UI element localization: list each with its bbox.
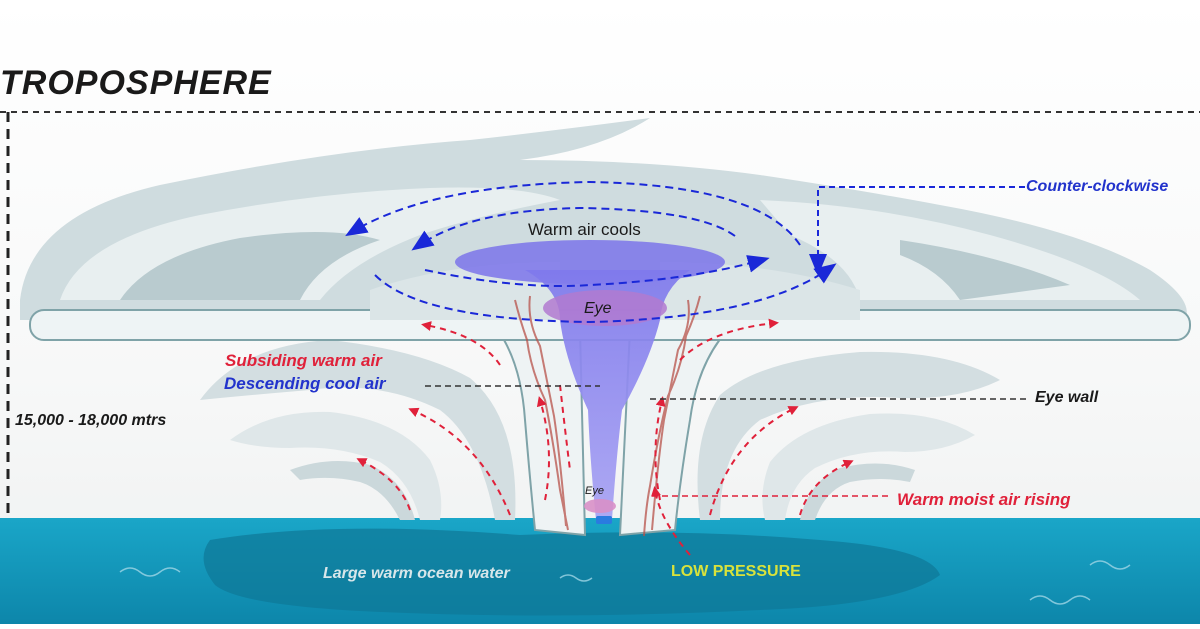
warm-water-pool [203,528,941,616]
low-pressure-label: LOW PRESSURE [671,563,801,580]
upper-right-outflow-arrow [679,318,779,361]
warm-air-cools-label: Warm air cools [528,220,641,239]
left-eyewall-rising-arrow [536,396,550,501]
upper-left-outflow-arrow [421,321,501,366]
subsiding-warm-air-label: Subsiding warm air [225,351,382,370]
inner-ccw-arrow [411,206,736,251]
eye-bottom-label: Eye [585,485,604,497]
upper-circulation-arrows [345,180,837,324]
ocean-water-label: Large warm ocean water [323,565,510,582]
height-range-label: 15,000 - 18,000 mtrs [15,412,167,429]
lower-ccw-arrow [424,255,770,287]
eye-wall-label: Eye wall [1035,389,1099,406]
left-rising-arrow-2 [356,458,411,511]
outer-ccw-arrow [345,180,801,246]
eye-top-label: Eye [584,300,612,317]
descending-cool-air-label: Descending cool air [224,374,386,393]
ocean-waves [119,560,1131,605]
warm-moist-air-rising-label: Warm moist air rising [897,490,1071,509]
right-eyewall-rising-arrow [654,396,666,501]
right-rising-arrow-2 [799,459,854,516]
troposphere-title: TROPOSPHERE [0,64,272,102]
counter-clockwise-label: Counter-clockwise [1026,178,1169,195]
eye-funnel [455,240,725,524]
counter-clockwise-leader [809,186,1025,276]
bottom-ccw-arrow [374,263,837,324]
anvil-cloud [20,118,1191,341]
right-rising-arrow-1 [709,406,799,516]
descending-air-path [559,384,571,471]
right-rain-bands [697,351,1000,520]
